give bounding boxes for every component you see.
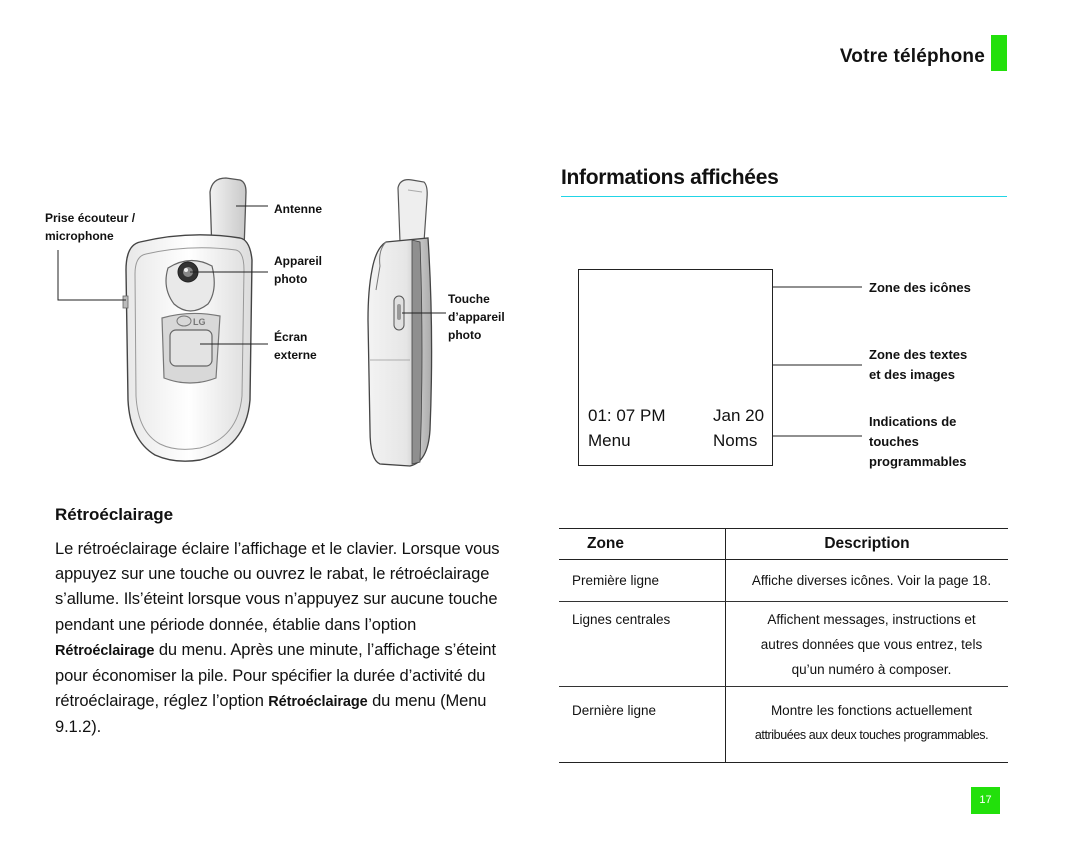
phone-front-illustration: LG <box>57 177 268 462</box>
label-antenna: Antenne <box>274 202 322 216</box>
section-title-display: Informations affichées <box>561 166 779 189</box>
callout-softkeys: Indications de touches programmables <box>869 414 967 469</box>
table-row: Lignes centrales Affichent messages, ins… <box>559 601 1008 687</box>
antenna-shape <box>209 177 247 253</box>
screen-left-softkey: Menu <box>588 431 631 450</box>
chapter-accent-bar <box>991 35 1007 71</box>
screen-date: Jan 20 <box>713 406 765 425</box>
table-header-zone: Zone <box>559 528 726 560</box>
table-cell-zone: Lignes centrales <box>559 601 726 687</box>
label-earphone-jack: Prise écouteur / microphone <box>45 211 136 243</box>
callout-text-zone: Zone des textes et des images <box>869 347 968 382</box>
screen-callout-lines <box>772 286 862 437</box>
display-screen-diagram: 01: 07 PM Jan 20 Menu Noms <box>578 269 773 466</box>
screen-right-softkey: Noms <box>713 431 758 450</box>
display-zones-table: Zone Description Première ligne Affiche … <box>559 528 1008 763</box>
label-external-screen: Écran externe <box>274 330 317 362</box>
page-number: 17 <box>971 787 1000 814</box>
callout-icons-zone: Zone des icônes <box>869 280 971 295</box>
table-cell-description: Affichent messages, instructions et autr… <box>725 601 1008 687</box>
section-title-backlight: Rétroéclairage <box>55 505 174 524</box>
label-camera-key: Touche d’appareil photo <box>448 292 505 342</box>
label-camera: Appareil photo <box>274 254 323 286</box>
table-cell-zone: Première ligne <box>559 559 726 602</box>
phone-side-illustration <box>367 179 446 467</box>
table-cell-description: Montre les fonctions actuellement attrib… <box>725 686 1008 763</box>
brand-logo-text: LG <box>193 317 206 327</box>
table-cell-description: Affiche diverses icônes. Voir la page 18… <box>725 559 1008 602</box>
table-header-description: Description <box>725 528 1008 560</box>
table-row: Première ligne Affiche diverses icônes. … <box>559 559 1008 602</box>
backlight-paragraph: Le rétroéclairage éclaire l’affichage et… <box>55 540 500 737</box>
chapter-title: Votre téléphone <box>839 46 985 67</box>
screen-time: 01: 07 PM <box>588 406 666 425</box>
section-divider <box>561 196 1007 197</box>
table-cell-zone: Dernière ligne <box>559 686 726 763</box>
table-row: Dernière ligne Montre les fonctions actu… <box>559 686 1008 763</box>
table-header-row: Zone Description <box>559 528 1008 560</box>
